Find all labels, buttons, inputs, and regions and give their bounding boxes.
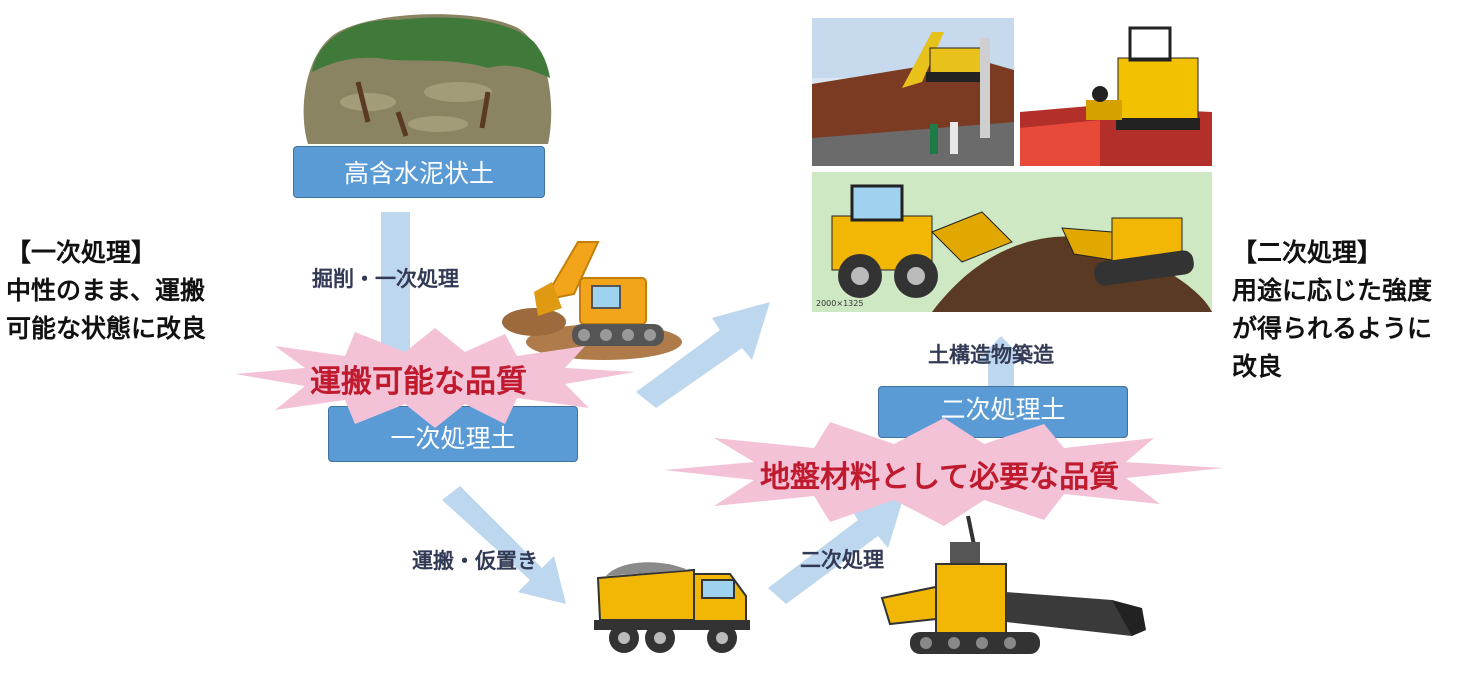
source-soil-box: 高含水泥状土: [293, 146, 545, 198]
right-note: 【二次処理】 用途に応じた強度 が得られるように 改良: [1232, 234, 1432, 386]
right-note-line: 用途に応じた強度: [1232, 276, 1433, 305]
source-soil-label: 高含水泥状土: [343, 159, 494, 188]
left-note: 【一次処理】 中性のまま、運搬 可能な状態に改良: [6, 234, 206, 348]
arrow-to-truck: [442, 486, 566, 604]
left-note-line: 可能な状態に改良: [6, 314, 207, 343]
primary-quality-text: 運搬可能な品質: [310, 364, 527, 400]
left-note-line: 中性のまま、運搬: [6, 276, 206, 305]
construction-photos: 2000×1325: [812, 18, 1212, 312]
photo-loaders: 2000×1325: [812, 172, 1212, 312]
secondary-quality-text: 地盤材料として必要な品質: [760, 460, 1120, 495]
primary-soil-box: 一次処理土: [328, 406, 578, 462]
photo-caption: 2000×1325: [816, 299, 863, 308]
left-note-title: 【一次処理】: [6, 238, 157, 267]
right-note-line: が得られるように: [1232, 314, 1433, 343]
arrow-up-construction: [976, 336, 1026, 388]
secondary-soil-label: 二次処理土: [940, 395, 1066, 424]
excavation-label: 掘削・一次処理: [312, 267, 459, 291]
transport-label: 運搬・仮置き: [412, 549, 538, 573]
right-note-title: 【二次処理】: [1232, 238, 1383, 267]
right-note-line: 改良: [1232, 352, 1283, 381]
primary-quality-burst: [235, 328, 635, 428]
photo-slope-excavator: [812, 18, 1014, 166]
secondary-process-label: 二次処理: [800, 548, 884, 572]
secondary-soil-box: 二次処理土: [878, 386, 1128, 438]
dump-truck-illustration: [594, 562, 750, 653]
construction-label: 土構造物築造: [928, 343, 1054, 367]
arrow-down-excavation: [381, 212, 410, 352]
arrow-to-construction: [636, 302, 770, 408]
soil-mixer-illustration: [880, 515, 1146, 654]
muddy-soil-illustration: [303, 14, 552, 144]
secondary-quality-burst: [664, 418, 1224, 526]
arrow-to-secondary: [768, 496, 904, 604]
primary-soil-label: 一次処理土: [390, 424, 516, 453]
photo-road-roller: [1020, 18, 1212, 166]
